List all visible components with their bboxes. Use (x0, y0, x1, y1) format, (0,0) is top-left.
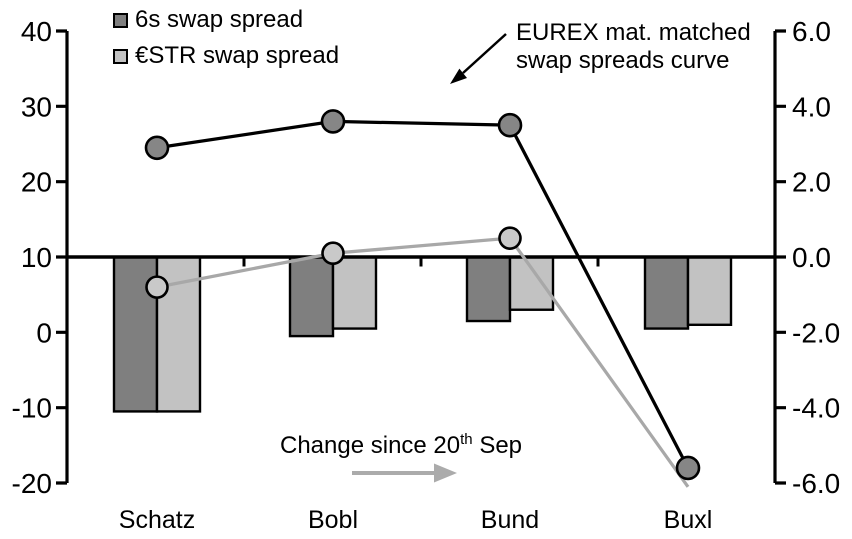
line-series-6s (156, 119, 690, 469)
bar-estr-buxl (686, 255, 733, 327)
marker-6s-bund (497, 112, 523, 138)
bars-layer (112, 255, 733, 413)
marker-estr-schatz (145, 275, 169, 299)
annotation-arrow-icon (450, 33, 507, 84)
marker-estr-bund (498, 226, 522, 250)
y-axis-left-tick-label: 20 (21, 167, 52, 198)
y-axis-left-tick-label: -10 (12, 393, 52, 424)
y-axis-left-tick-label: -20 (12, 468, 52, 499)
legend-swatch-estr-icon (113, 48, 128, 64)
bar-estr-bobl (331, 255, 378, 330)
change-note-suffix: Sep (472, 432, 523, 459)
bar-6s-bund (465, 255, 512, 323)
axes-layer: 40 6.0 30 4.0 20 2.0 10 0.0 0 -2.0 -10 -4.0 -20 -6.0 (12, 16, 841, 499)
curve-annotation-line1: EUREX mat. matched (516, 19, 751, 46)
legend-swatch-6s-icon (113, 12, 128, 28)
change-note-prefix: Change since 20 (280, 432, 461, 459)
bar-estr-bund (508, 255, 555, 311)
marker-6s-schatz (144, 135, 170, 161)
y-axis-right-tick-label: 4.0 (792, 91, 831, 122)
change-note: Change since 20th Sep (280, 431, 523, 460)
y-axis-left-tick-label: 0 (36, 317, 52, 348)
zero-line-layer (67, 255, 775, 267)
change-note-sup: th (460, 431, 473, 448)
line-series-estr (156, 236, 690, 488)
curve-annotation: EUREX mat. matched swap spreads curve (516, 19, 751, 75)
lines-layer (144, 109, 701, 488)
x-axis-labels-layer: Schatz Bobl Bund Buxl (119, 506, 713, 534)
legend-label-estr: €STR swap spread (135, 42, 340, 69)
marker-6s-bobl (320, 109, 346, 134)
y-axis-left (56, 29, 69, 485)
legend-item-6s: 6s swap spread (113, 6, 303, 34)
bar-6s-bobl (288, 255, 335, 338)
y-axis-left-tick-label: 40 (21, 16, 52, 47)
y-axis-right-tick-label: -2.0 (792, 317, 840, 348)
y-axis-right-tick-label: 0.0 (792, 242, 831, 273)
change-arrow-icon (352, 463, 457, 483)
y-axis-right-tick-label: -6.0 (792, 468, 840, 499)
y-axis-right-tick-label: 6.0 (792, 16, 831, 47)
y-axis-right-tick-label: 2.0 (792, 167, 831, 198)
legend-item-estr: €STR swap spread (113, 42, 339, 70)
x-axis-label-schatz: Schatz (119, 506, 195, 534)
y-axis-left-tick-label: 10 (21, 242, 52, 273)
legend-label-6s: 6s swap spread (135, 6, 304, 33)
curve-annotation-line2: swap spreads curve (516, 47, 730, 74)
marker-estr-bobl (321, 241, 345, 266)
x-axis-label-buxl: Buxl (664, 506, 713, 534)
marker-6s-buxl (675, 455, 701, 481)
bar-6s-buxl (643, 255, 690, 330)
y-axis-right (773, 29, 786, 485)
y-axis-left-tick-label: 30 (21, 91, 52, 122)
x-axis-label-bobl: Bobl (308, 506, 358, 534)
y-axis-right-tick-label: -4.0 (792, 393, 840, 424)
x-axis-label-bund: Bund (481, 506, 539, 534)
